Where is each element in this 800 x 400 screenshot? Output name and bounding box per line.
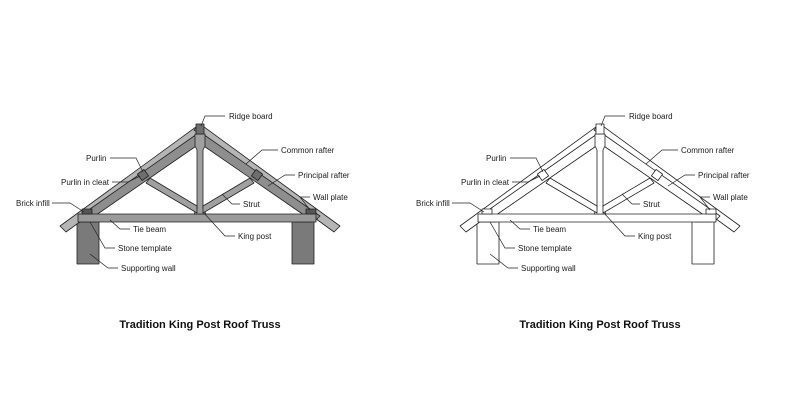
truss-diagram-outline: Ridge board Purlin Common rafter Purlin … <box>416 112 750 331</box>
left-strut <box>145 177 198 214</box>
caption-shaded: Tradition King Post Roof Truss <box>119 319 280 331</box>
left-supporting-wall <box>476 219 500 265</box>
leader-lines <box>52 115 311 269</box>
ridge-board <box>595 123 605 135</box>
label-tie-beam: Tie beam <box>533 225 566 234</box>
tie-beam <box>77 213 317 223</box>
label-common-rafter: Common rafter <box>281 146 335 155</box>
right-supporting-wall <box>291 219 315 265</box>
right-purlin <box>251 169 263 181</box>
label-supporting-wall: Supporting wall <box>521 264 576 273</box>
truss-diagram-shaded: Ridge board Purlin Common rafter Purlin … <box>16 112 350 331</box>
label-stone-template: Stone template <box>118 244 172 253</box>
left-purlin <box>137 169 149 181</box>
label-tie-beam: Tie beam <box>133 225 166 234</box>
labels: Ridge board Purlin Common rafter Purlin … <box>416 112 750 273</box>
label-strut: Strut <box>243 200 261 209</box>
king-post <box>193 133 207 215</box>
leader-lines <box>452 115 711 269</box>
label-purlin-in-cleat: Purlin in cleat <box>461 178 510 187</box>
label-principal-rafter: Principal rafter <box>298 171 350 180</box>
label-strut: Strut <box>643 200 661 209</box>
left-purlin <box>537 169 549 181</box>
label-ridge-board: Ridge board <box>629 112 673 121</box>
label-purlin-in-cleat: Purlin in cleat <box>61 178 110 187</box>
left-strut <box>545 177 598 214</box>
right-wall-plate <box>305 208 317 215</box>
tie-beam <box>477 213 717 223</box>
label-purlin: Purlin <box>86 154 106 163</box>
label-purlin: Purlin <box>486 154 506 163</box>
label-king-post: King post <box>238 232 272 241</box>
right-purlin <box>651 169 663 181</box>
right-strut <box>602 177 655 214</box>
label-stone-template: Stone template <box>518 244 572 253</box>
caption-outline: Tradition King Post Roof Truss <box>519 319 680 331</box>
label-brick-infill: Brick infill <box>416 199 450 208</box>
right-supporting-wall <box>691 219 715 265</box>
king-post <box>593 133 607 215</box>
label-brick-infill: Brick infill <box>16 199 50 208</box>
left-wall-plate <box>81 208 93 215</box>
left-supporting-wall <box>76 219 100 265</box>
ridge-board <box>195 123 205 135</box>
labels: Ridge board Purlin Common rafter Purlin … <box>16 112 350 273</box>
label-principal-rafter: Principal rafter <box>698 171 750 180</box>
truss-drawing <box>59 123 341 265</box>
label-supporting-wall: Supporting wall <box>121 264 176 273</box>
label-ridge-board: Ridge board <box>229 112 273 121</box>
left-wall-plate <box>481 208 493 215</box>
label-wall-plate: Wall plate <box>313 193 348 202</box>
right-strut <box>202 177 255 214</box>
label-king-post: King post <box>638 232 672 241</box>
truss-drawing <box>459 123 741 265</box>
right-wall-plate <box>705 208 717 215</box>
label-common-rafter: Common rafter <box>681 146 735 155</box>
label-wall-plate: Wall plate <box>713 193 748 202</box>
